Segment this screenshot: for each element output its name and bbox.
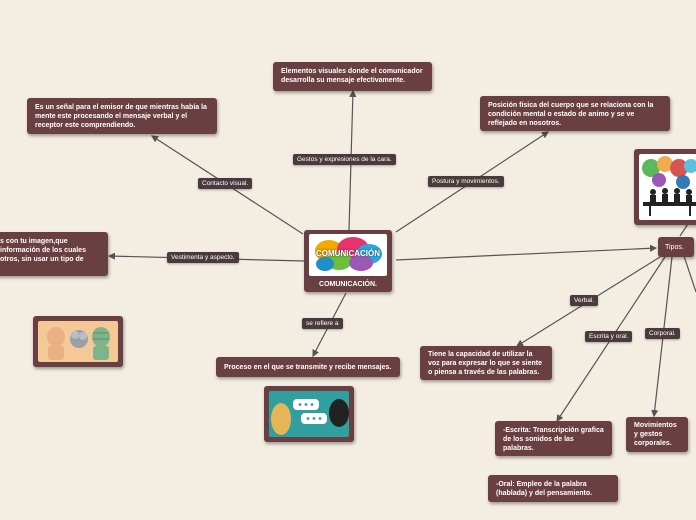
oral-text: -Oral: Empleo de la palabra (hablada) y …	[496, 481, 593, 497]
corporal-text: Movimientos y gestos corporales.	[634, 422, 677, 447]
escrita-text: -Escrita: Transcripción grafica de los s…	[503, 427, 604, 452]
speech-illustration	[269, 391, 349, 437]
line-postura-img	[679, 223, 689, 237]
refiere-label[interactable]: se refiere a	[302, 318, 343, 329]
speech-image	[264, 386, 354, 442]
line-tipos	[395, 244, 658, 261]
gestos-node[interactable]: Elementos visuales donde el comunicador …	[273, 62, 432, 91]
vestimenta-label[interactable]: Vestimenta y aspecto.	[167, 252, 239, 263]
corporal-label[interactable]: Corporal.	[645, 328, 680, 339]
gestos-text: Elementos visuales donde el comunicador …	[281, 68, 423, 84]
heads-illustration	[47, 327, 110, 360]
verbal-text: Tiene la capacidad de utilizar la voz pa…	[428, 351, 542, 376]
tipos-text: Tipos.	[665, 244, 684, 251]
comunicacion-logo: COMUNICACIÓN	[309, 234, 387, 276]
tipos-node[interactable]: Tipos.	[658, 237, 694, 257]
contacto-label[interactable]: Contacto visual.	[198, 178, 253, 189]
center-title: COMUNICACIÓN.	[319, 281, 377, 288]
refiere-text: Proceso en el que se transmite y recibe …	[224, 364, 392, 371]
line-extra	[683, 255, 696, 293]
oral-node[interactable]: -Oral: Empleo de la palabra (hablada) y …	[488, 475, 618, 502]
brains-image	[33, 316, 123, 367]
vestimenta-node[interactable]: s con tu imagen,que información de los c…	[0, 232, 108, 276]
vestimenta-text: s con tu imagen,que información de los c…	[0, 238, 86, 263]
postura-label[interactable]: Postura y movimientos.	[428, 176, 504, 187]
gestos-label[interactable]: Gestos y expresiones de la cara.	[293, 154, 396, 165]
escrita-label[interactable]: Escrita y oral.	[585, 331, 633, 342]
postura-node[interactable]: Posición física del cuerpo que se relaci…	[480, 96, 670, 131]
corporal-node[interactable]: Movimientos y gestos corporales.	[626, 417, 688, 452]
escrita-node[interactable]: -Escrita: Transcripción grafica de los s…	[495, 421, 612, 456]
contacto-text: Es un señal para el emisor de que mientr…	[35, 104, 207, 129]
verbal-label[interactable]: Verbal.	[570, 295, 599, 306]
meeting-image	[634, 149, 696, 225]
center-node[interactable]: COMUNICACIÓN COMUNICACIÓN.	[304, 230, 392, 292]
postura-text: Posición física del cuerpo que se relaci…	[488, 102, 654, 127]
verbal-node[interactable]: Tiene la capacidad de utilizar la voz pa…	[420, 346, 552, 380]
logo-text: COMUNICACIÓN	[316, 249, 380, 258]
contacto-node[interactable]: Es un señal para el emisor de que mientr…	[27, 98, 217, 134]
meeting-illustration	[642, 156, 696, 216]
refiere-node[interactable]: Proceso en el que se transmite y recibe …	[216, 357, 400, 377]
